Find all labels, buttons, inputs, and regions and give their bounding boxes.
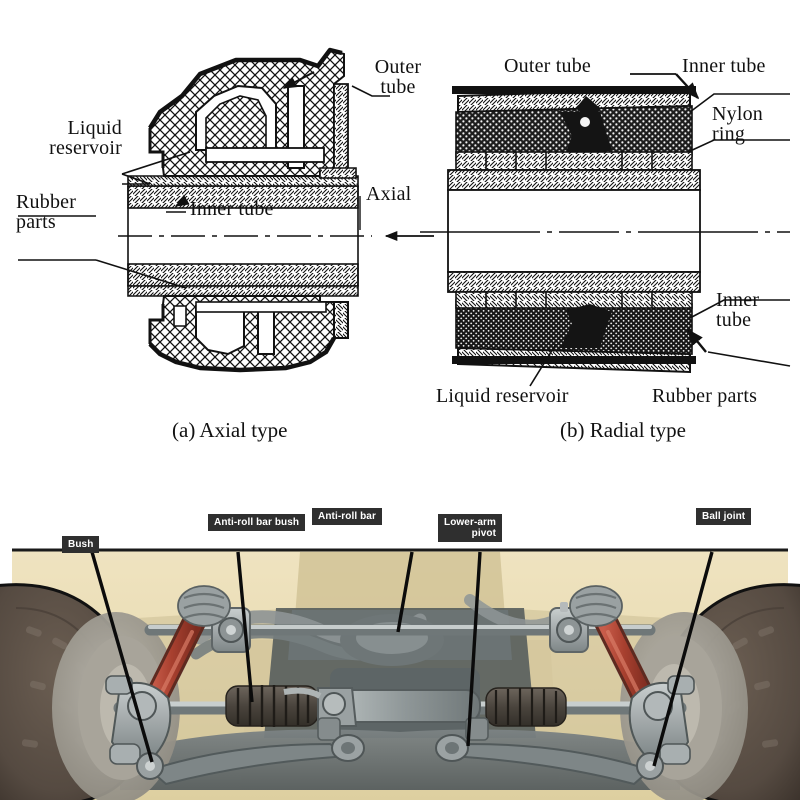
- suspension-photo-figure: Bush Anti-roll bar bush Anti-roll bar Lo…: [0, 490, 800, 800]
- callout-anti-roll-bar-bush[interactable]: Anti-roll bar bush: [208, 514, 306, 531]
- cross-section-figure: Outer tube Liquid reservoir Rubber parts…: [16, 47, 791, 442]
- label-outer-tube-radial: Outer tube: [504, 55, 591, 77]
- leader-bush: [90, 551, 154, 763]
- suspension-illustration: [0, 490, 800, 800]
- label-rubber-parts-radial: Rubber parts: [652, 385, 758, 407]
- callout-bush[interactable]: Bush: [62, 536, 100, 553]
- leader-lower-arm-pivot: [466, 551, 482, 747]
- cross-section-drawing: [18, 47, 791, 387]
- callout-ball-joint[interactable]: Ball joint: [696, 508, 752, 525]
- label-axial-direction: Axial: [366, 183, 412, 205]
- label-rubber-parts-axial: Rubber parts: [16, 191, 77, 234]
- left-knuckle: [105, 675, 172, 780]
- axial-type-drawing: [18, 47, 434, 373]
- label-inner-tube-axial: Inner tube: [190, 198, 274, 220]
- right-knuckle: [628, 675, 695, 780]
- label-liquid-reservoir-radial: Liquid reservoir: [436, 385, 569, 407]
- steering-joint: [283, 687, 358, 727]
- lower-arm-pivot-left: [331, 734, 365, 762]
- caption-radial-type: (b) Radial type: [560, 418, 686, 442]
- lower-arm-pivot-right: [435, 734, 469, 762]
- radial-type-drawing: [420, 73, 791, 387]
- leader-anti-roll-bar-bush: [236, 551, 254, 703]
- label-inner-tube-radial-right: Inner tube: [716, 289, 760, 332]
- label-outer-tube-axial: Outer tube: [374, 56, 422, 99]
- callout-lower-arm-pivot[interactable]: Lower-arm pivot: [438, 514, 503, 542]
- label-nylon-ring: Nylon ring: [712, 103, 763, 146]
- caption-axial-type: (a) Axial type: [172, 418, 288, 442]
- callout-anti-roll-bar[interactable]: Anti-roll bar: [312, 508, 382, 525]
- label-inner-tube-radial-top: Inner tube: [682, 55, 766, 77]
- label-liquid-reservoir-axial: Liquid reservoir: [49, 117, 122, 160]
- leader-ball-joint: [652, 551, 714, 767]
- leader-anti-roll-bar: [396, 551, 414, 633]
